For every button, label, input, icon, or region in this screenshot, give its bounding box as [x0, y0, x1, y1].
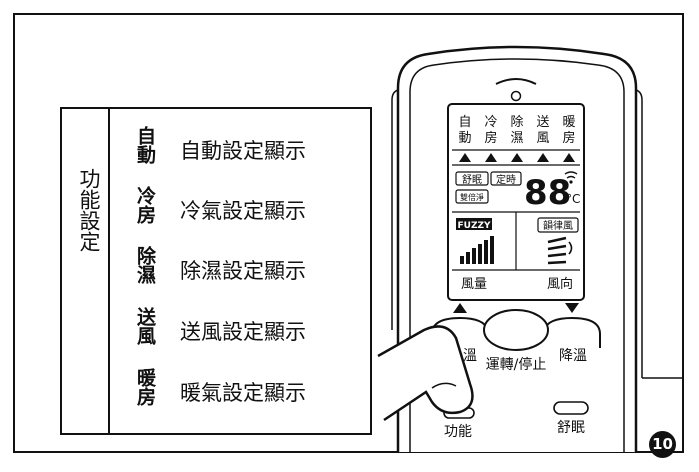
mode-short-label: 暖房	[134, 368, 156, 406]
fuzzy-tag-label: FUZZY	[457, 221, 491, 231]
lcd-mode-top: 除	[510, 115, 523, 130]
mode-row-auto: 自動 自動設定顯示	[128, 126, 368, 184]
legend-divider	[108, 109, 110, 433]
mode-indicator-icon	[537, 153, 549, 162]
ir-signal-icon	[495, 78, 537, 85]
mode-indicator-icon	[511, 153, 523, 162]
remote-body-inner	[409, 58, 625, 452]
mode-row-cool: 冷房 冷氣設定顯示	[128, 186, 368, 244]
remote-rail-left	[391, 89, 399, 330]
function-label: 功能	[444, 424, 472, 440]
signal-icon	[564, 171, 578, 184]
lcd-mode-labels: 自 動 冷 房 除 濕 送 風 暖 房	[458, 115, 575, 146]
sleep-label: 舒眠	[557, 420, 585, 436]
mode-short-label: 自動	[134, 126, 156, 164]
mode-description: 冷氣設定顯示	[180, 199, 306, 223]
fan-speed-label: 風量	[461, 277, 487, 292]
lcd-mode-top: 暖	[562, 115, 575, 130]
timer-tag	[490, 171, 522, 186]
mode-description: 自動設定顯示	[180, 139, 306, 163]
lcd-mode-top: 自	[458, 115, 471, 130]
function-legend-panel	[60, 107, 372, 435]
temp-down-label: 降溫	[559, 348, 587, 364]
mode-indicator-icon	[459, 153, 471, 162]
swing-tag	[537, 217, 579, 233]
ir-emitter-icon	[510, 90, 522, 102]
mode-short-label: 送風	[134, 307, 156, 345]
mode-description: 除濕設定顯示	[180, 259, 306, 283]
wind-direction-label: 風向	[547, 276, 573, 292]
dual-clean-tag-label: 雙倍淨	[460, 192, 484, 202]
lcd-mode-bottom: 動	[458, 131, 471, 146]
fan-speed-bars-icon	[460, 236, 494, 264]
temperature-digits: 88	[524, 173, 571, 213]
temp-down-arrow-icon	[565, 303, 579, 313]
mode-row-fan: 送風 送風設定顯示	[128, 307, 368, 365]
mode-indicator-icon	[485, 153, 497, 162]
mode-description: 暖氣設定顯示	[180, 381, 306, 405]
mode-short-label: 除濕	[134, 246, 156, 284]
mode-row-heat: 暖房 暖氣設定顯示	[128, 368, 368, 426]
lcd-mode-bottom: 風	[536, 131, 549, 146]
lcd-mode-bottom: 房	[484, 130, 497, 146]
power-label: 運轉/停止	[486, 356, 547, 373]
sleep-button[interactable]	[553, 401, 589, 415]
mode-indicator-icon	[563, 153, 575, 162]
swing-tag-label: 韻律風	[543, 219, 573, 232]
mode-description: 送風設定顯示	[180, 320, 306, 344]
dual-clean-tag	[455, 189, 489, 204]
comfort-tag	[455, 171, 489, 186]
mode-indicator-icons	[459, 153, 575, 162]
legend-title: 功能設定	[77, 168, 101, 252]
remote-rail-right	[635, 89, 643, 378]
temp-down-button[interactable]	[543, 316, 601, 348]
lcd-mode-top: 冷	[484, 115, 497, 130]
mode-row-dry: 除濕 除濕設定顯示	[128, 246, 368, 304]
lcd-mode-bottom: 房	[562, 130, 575, 146]
temperature-unit: °C	[566, 192, 580, 206]
power-button[interactable]	[483, 309, 549, 351]
comfort-tag-label: 舒眠	[462, 173, 482, 186]
finger-illustration	[377, 325, 474, 422]
timer-tag-label: 定時	[496, 173, 516, 186]
step-number-badge: 10	[649, 431, 676, 458]
lcd-mode-bottom: 濕	[510, 131, 523, 146]
fuzzy-tag	[456, 218, 492, 230]
lcd-mode-top: 送	[536, 115, 549, 130]
temp-up-arrow-icon	[453, 303, 467, 313]
fingernail	[431, 382, 457, 389]
mode-short-label: 冷房	[134, 186, 156, 224]
wind-direction-icon	[547, 236, 573, 265]
